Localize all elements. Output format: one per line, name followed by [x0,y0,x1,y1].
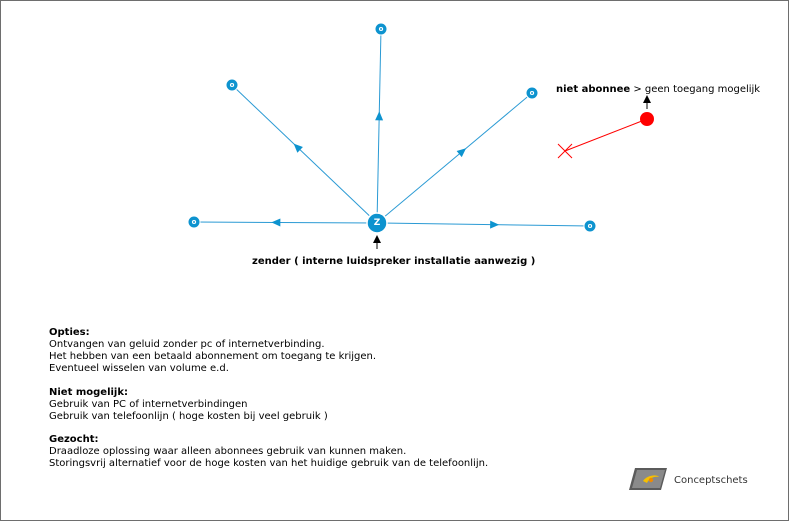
direction-arrows [271,111,500,229]
direction-arrow-icon [271,218,281,227]
receiver-node-label: o [379,25,384,33]
receiver-node-label: o [230,81,235,89]
options-item: Het hebben van een betaald abonnement om… [49,351,377,362]
not-possible-heading: Niet mogelijk: [49,387,129,398]
connection-line [376,92,533,224]
non-subscriber-status: > geen toegang mogelijk [630,84,761,95]
direction-arrow-icon [456,148,467,158]
non-subscriber-caption: niet abonnee > geen toegang mogelijk [556,84,760,95]
sender-caption: zender ( interne luidspreker installatie… [252,256,536,267]
blocked-link [564,118,648,152]
options-item: Ontvangen van geluid zonder pc of intern… [49,339,325,350]
direction-arrow-icon [293,143,303,153]
receivers: o o o o o [187,22,597,233]
not-possible-item: Gebruik van telefoonlijn ( hoge kosten b… [49,411,328,422]
connection-line [193,221,378,224]
receiver-node-label: o [530,89,535,97]
receiver-node-label: o [588,222,593,230]
receiver-node: o [225,78,239,92]
conceptschets-logo-icon [629,468,667,490]
receiver-node: o [583,219,597,233]
connection-lines [193,28,591,227]
sought-item: Draadloze oplossing waar alleen abonnees… [49,446,407,457]
receiver-node: o [525,86,539,100]
sought-heading: Gezocht: [49,434,99,445]
direction-arrow-icon [375,111,384,121]
sender-node: Z [366,212,388,234]
receiver-node: o [374,22,388,36]
direction-arrow-icon [490,220,500,229]
options-section: Opties: Ontvangen van geluid zonder pc o… [49,327,376,375]
options-item: Eventueel wisselen van volume e.d. [49,363,229,374]
blocked-cross-icon [557,143,573,159]
brand-label: Conceptschets [674,475,748,486]
not-possible-item: Gebruik van PC of internetverbindingen [49,399,248,410]
non-subscriber-title: niet abonnee [556,84,631,95]
sender-node-label: Z [374,218,381,228]
sought-item: Storingsvrij alternatief voor de hoge ko… [49,458,489,469]
receiver-node: o [187,215,201,229]
not-possible-section: Niet mogelijk: Gebruik van PC of interne… [49,387,328,423]
non-subscriber-node [557,112,654,159]
connection-line [376,28,382,224]
connection-line [376,222,591,227]
receiver-node-label: o [192,218,197,226]
options-heading: Opties: [49,327,90,338]
connection-line [231,84,378,224]
sought-section: Gezocht: Draadloze oplossing waar alleen… [49,434,488,470]
